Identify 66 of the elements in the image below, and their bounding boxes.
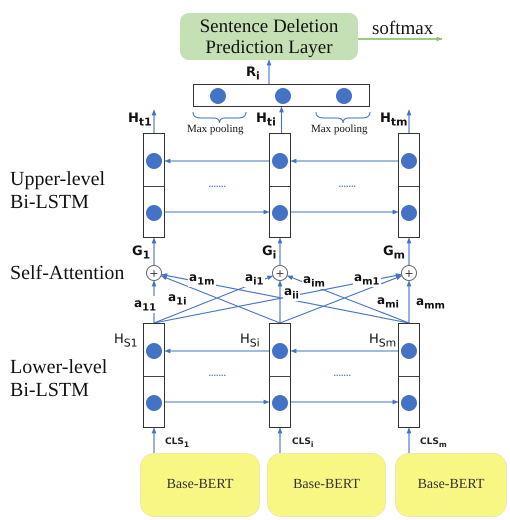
pooling-label: Max pooling xyxy=(311,123,368,135)
arrow xyxy=(406,109,412,133)
vector-label: H$_{tm}$ xyxy=(380,111,408,129)
arrow xyxy=(279,106,284,133)
arrow xyxy=(266,59,272,84)
arrow xyxy=(278,280,282,323)
vector-label: R$_{i}$ xyxy=(246,65,260,83)
arrow xyxy=(165,210,270,214)
vector-label: H$_{ti}$ xyxy=(256,111,276,129)
arrow xyxy=(291,210,399,214)
encoder-label: Base-BERT xyxy=(293,477,360,493)
encoder-label: Base-BERT xyxy=(418,477,484,493)
layer-name: Self-Attention xyxy=(10,262,126,285)
lstm-column-box xyxy=(269,133,291,238)
lstm-column-box xyxy=(398,133,420,238)
arrow xyxy=(290,158,398,164)
plus-sign: + xyxy=(149,268,159,278)
arrow xyxy=(152,427,156,453)
arrow xyxy=(406,427,412,453)
vector-label: G$_{1}$ xyxy=(132,244,150,262)
attention-weight-label: a$_{11}$ xyxy=(133,296,158,314)
encoder-box xyxy=(267,453,386,517)
arrow xyxy=(278,237,282,265)
ellipsis: ....... xyxy=(333,366,350,379)
token-label: CLS$_{1}$ xyxy=(165,437,190,449)
state-label: H$_{Si}$ xyxy=(240,332,260,350)
plus-sign: + xyxy=(275,268,285,278)
lstm-column-box xyxy=(143,323,165,428)
sum-circle xyxy=(272,265,288,281)
arrow xyxy=(278,427,282,453)
prediction-layer-box xyxy=(180,13,358,60)
arrow xyxy=(291,400,399,404)
sum-circle xyxy=(146,265,162,281)
pooling-label: Max pooling xyxy=(187,123,244,135)
ellipsis: ....... xyxy=(208,366,226,379)
layer-name: Upper-level Bi-LSTM xyxy=(10,168,106,214)
arrow xyxy=(165,400,270,404)
token-label: CLS$_{i}$ xyxy=(292,437,314,449)
arrow xyxy=(406,237,412,265)
arrow xyxy=(406,280,412,323)
arrow xyxy=(164,348,269,354)
output-line xyxy=(358,36,443,42)
lstm-column-box xyxy=(398,323,420,428)
encoder-label: Base-BERT xyxy=(166,477,234,493)
lstm-column-box xyxy=(269,323,291,428)
arrow xyxy=(152,109,156,133)
output-label: softmax xyxy=(372,18,434,40)
vector-label: G$_{i}$ xyxy=(262,244,276,262)
encoder-box xyxy=(395,453,507,517)
pooling-vector-box xyxy=(193,84,370,107)
sum-circle xyxy=(401,265,417,281)
arrow xyxy=(152,237,156,265)
layer-name: Lower-level Bi-LSTM xyxy=(10,356,108,402)
vector-label: H$_{t1}$ xyxy=(128,111,152,129)
state-label: H$_{Sm}$ xyxy=(369,332,396,350)
ellipsis: ....... xyxy=(208,177,226,190)
layer-title: Sentence Deletion Prediction Layer xyxy=(198,16,340,58)
state-label: H$_{S1}$ xyxy=(114,332,138,350)
arrow xyxy=(164,158,269,164)
ellipsis: ....... xyxy=(338,177,356,190)
plus-sign: + xyxy=(404,268,414,278)
vector-label: G$_{m}$ xyxy=(383,244,405,262)
encoder-box xyxy=(140,453,260,517)
token-label: CLS$_{m}$ xyxy=(420,437,447,449)
lstm-column-box xyxy=(143,133,165,238)
arrow xyxy=(290,348,398,354)
